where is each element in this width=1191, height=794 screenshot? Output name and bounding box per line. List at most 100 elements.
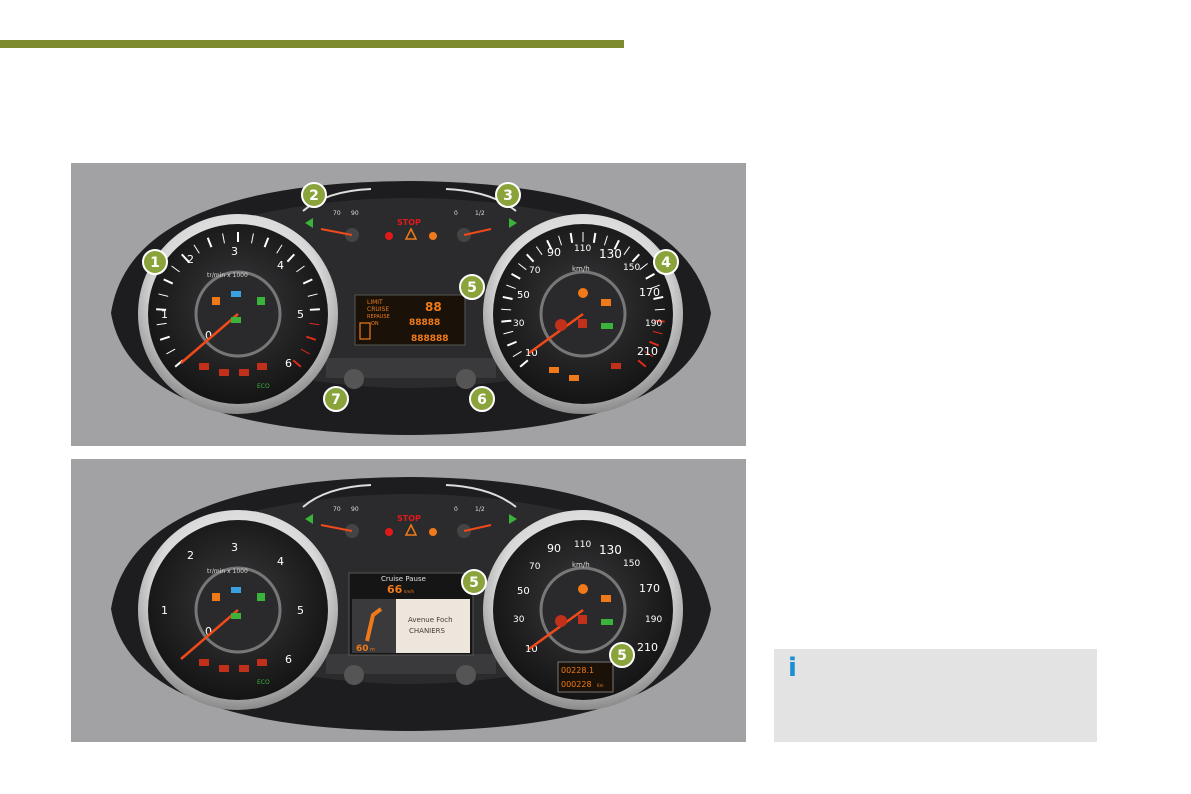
dial-tick: [613, 239, 620, 250]
left-indicator-icon-2: [305, 514, 313, 524]
tacho-6: 6: [285, 357, 292, 370]
callout-3: 3: [495, 182, 521, 208]
fog-lamp-warning-icon-2: [212, 593, 220, 601]
coolant-icon: [611, 363, 621, 369]
tacho2-4: 4: [277, 555, 284, 568]
speed2-150: 150: [623, 559, 640, 569]
svg-text:2: 2: [309, 188, 319, 204]
street-name: Avenue Foch: [408, 616, 453, 624]
dial-tick: [163, 278, 174, 285]
speed2-190: 190: [645, 615, 662, 625]
oil-warning-icon-2: [257, 659, 267, 666]
dial-tick: [307, 293, 318, 297]
front-fog-icon: [257, 297, 265, 305]
temp2-70: 70: [333, 506, 341, 513]
dial-tick: [558, 235, 563, 246]
dial-tick: [592, 232, 597, 243]
cruise-active-icon: [601, 323, 613, 329]
speed-70: 70: [529, 266, 541, 276]
instrument-panel-monochrome: 0 1 2 3 4 5 6 tr/min x 1000 ECO 10 30 50…: [71, 163, 746, 446]
set-speed-unit: km/h: [404, 589, 415, 594]
oil-warning-icon: [257, 363, 267, 370]
dial-tick: [502, 295, 513, 301]
speed2-70: 70: [529, 562, 541, 572]
airbag-icon: [578, 288, 588, 298]
tacho2-5: 5: [297, 604, 304, 617]
callout-5a: 5: [461, 569, 487, 595]
stop-warning-dot: [385, 232, 393, 240]
instrument-cluster-illustration-1: 0 1 2 3 4 5 6 tr/min x 1000 ECO 10 30 50…: [111, 181, 711, 435]
svg-text:3: 3: [503, 188, 513, 204]
speed2-unit: km/h: [572, 561, 590, 569]
tacho-1: 1: [161, 308, 168, 321]
svg-text:4: 4: [661, 255, 671, 271]
speed2-50: 50: [517, 586, 530, 597]
dial-tick: [263, 237, 270, 248]
odo-unit: Km: [597, 683, 604, 688]
svg-text:5: 5: [617, 648, 627, 664]
svg-text:5: 5: [467, 280, 477, 296]
speed2-90: 90: [547, 542, 561, 555]
fuel-0: 0: [454, 210, 458, 217]
fuel-half: 1/2: [475, 210, 485, 217]
dial-tick: [158, 293, 169, 297]
dial-tick: [526, 253, 535, 263]
eco-label: ECO: [257, 383, 270, 390]
tacho-unit: tr/min x 1000: [207, 272, 248, 279]
tacho2-unit: tr/min x 1000: [207, 568, 248, 575]
speed2-30: 30: [513, 615, 525, 625]
speed-10: 10: [525, 348, 538, 359]
dial-tick: [511, 272, 521, 280]
callout-5b: 5: [609, 642, 635, 668]
eco-label-2: ECO: [257, 679, 270, 686]
dial-tick: [309, 322, 320, 326]
tyre-pressure-icon-2: [555, 615, 567, 627]
tacho-5: 5: [297, 308, 304, 321]
instrument-panel-colour: 0 1 2 3 4 5 6 tr/min x 1000 ECO 10 30 50…: [71, 459, 746, 742]
speed2-130: 130: [599, 543, 622, 557]
dial-tick: [654, 319, 665, 323]
callout-6: 6: [469, 386, 495, 412]
svg-text:1: 1: [150, 255, 160, 271]
speed-30: 30: [513, 319, 525, 329]
display-odo2: 888888: [411, 334, 449, 344]
fuel2-0: 0: [454, 506, 458, 513]
door-open-icon: [239, 369, 249, 376]
distance-value: 60: [356, 644, 369, 654]
alert-dot-2: [429, 528, 437, 536]
dial-tick: [286, 253, 295, 263]
door-open-icon-2: [239, 665, 249, 672]
engine-warning-icon: [601, 299, 611, 306]
odometer-display: [557, 661, 614, 693]
instrument-cluster-illustration-2: 0 1 2 3 4 5 6 tr/min x 1000 ECO 10 30 50…: [111, 477, 711, 731]
left-indicator-icon: [305, 218, 313, 228]
dial-tick: [181, 253, 190, 263]
tacho-0: 0: [205, 329, 212, 342]
tacho-4: 4: [277, 259, 284, 272]
dial-tick: [501, 319, 512, 323]
dial-tick: [639, 263, 648, 271]
tacho-2: 2: [187, 253, 194, 266]
temp-90: 90: [351, 210, 359, 217]
set-speed-value: 66: [387, 583, 403, 596]
display-odo1: 88888: [409, 318, 440, 328]
dial-tick: [623, 246, 631, 256]
dial-tick: [503, 330, 514, 335]
display-speed-digits: 88: [425, 300, 442, 314]
speed-50: 50: [517, 290, 530, 301]
stop-label-2: STOP: [397, 514, 421, 523]
display-cruise: CRUISE: [367, 306, 389, 313]
lighting-dimmer-button-2: [456, 665, 476, 685]
main-beam-icon-2: [231, 587, 241, 593]
dial-tick: [251, 233, 254, 244]
odo-readout: 000228: [561, 680, 592, 689]
tacho2-6: 6: [285, 653, 292, 666]
dial-tick: [506, 340, 517, 347]
dial-tick: [171, 265, 180, 273]
callout-1: 1: [142, 249, 168, 275]
dial-tick: [535, 246, 543, 256]
hazard-warning-icon-2: [404, 523, 418, 536]
dial-tick: [276, 244, 283, 254]
trip-reset-button-2: [344, 665, 364, 685]
tacho2-0: 0: [205, 625, 212, 638]
